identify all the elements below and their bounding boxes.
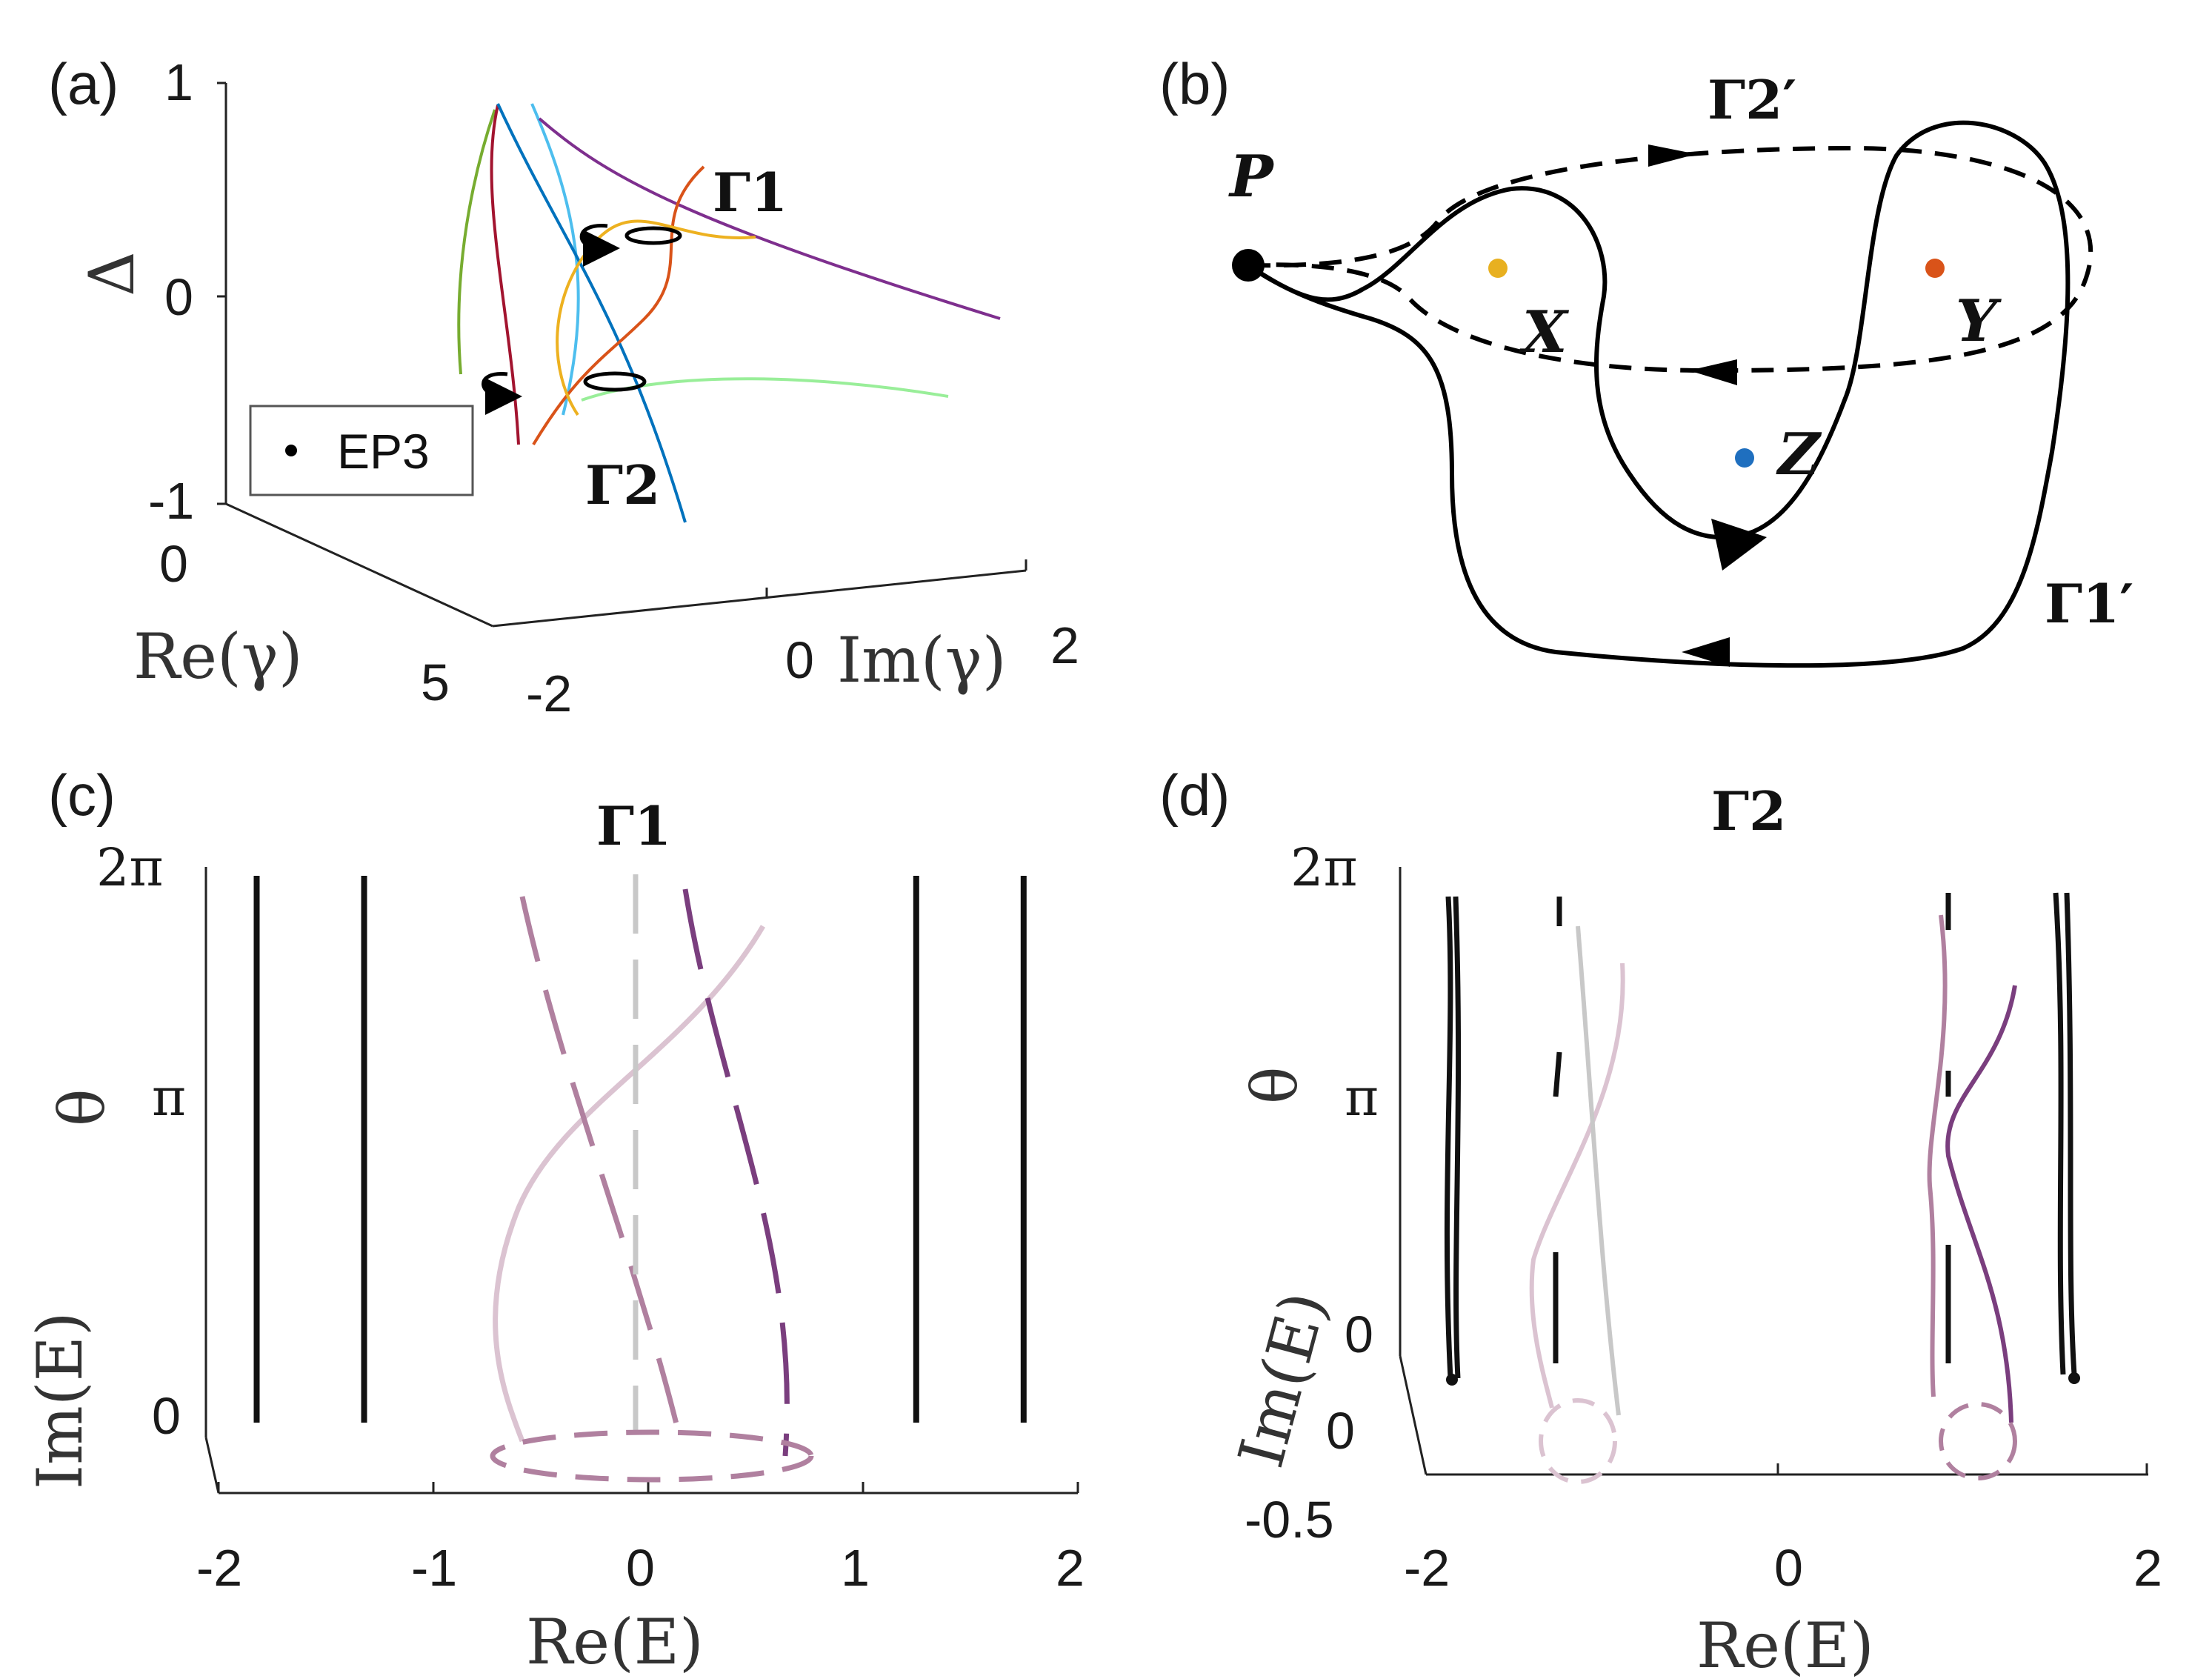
x-tick-label: 0 [159,535,188,593]
black-strand [1553,897,1562,1363]
legend-entry: EP3 [337,424,430,479]
theta-axis-label: θ [1239,1066,1311,1104]
ep-marker [1446,1374,1458,1386]
point-z [1735,448,1754,468]
gamma2-label: Γ2 [585,453,660,516]
re-axis-label: Re(E) [1696,1609,1874,1679]
black-strand [1453,896,1462,1379]
arrow-right-icon [1648,144,1696,167]
arrow-left-icon [1689,359,1737,385]
label-z: Z [1776,421,1822,488]
x-tick-label: 0 [1774,1539,1803,1597]
strand-gray [1576,925,1621,1416]
im-axis [204,1437,220,1494]
black-strand [1444,896,1453,1379]
strand-mid [1927,914,1948,1397]
loop-left [1539,1398,1617,1484]
panel-c-title: Γ1 [596,794,671,857]
z-tick-label: 1 [164,53,193,111]
x-tick-label: -1 [411,1539,457,1597]
label-p: P [1228,143,1275,210]
loop-gamma1 [624,226,682,245]
label-y: Y [1956,287,2002,355]
loop-gamma2 [583,371,647,392]
panel-label-d: (d) [1159,762,1230,828]
legend-box [249,405,474,496]
panel-label-b: (b) [1159,51,1230,116]
ep-marker [2068,1372,2080,1384]
point-x [1488,259,1508,278]
path-gamma1-prime [1247,120,2071,668]
theta-tick-label: 0 [1345,1306,1373,1363]
x-tick-label: -2 [1404,1539,1450,1597]
point-y [1925,259,1945,278]
point-p [1232,249,1265,282]
curve-green [457,109,496,375]
panel-a: (a) 1 0 -1 Δ 0 5 Re(γ) -2 0 2 Im(γ) [48,51,1079,722]
im-tick-label: -0.5 [1245,1491,1334,1549]
im-axis [1399,1355,1428,1475]
y-tick-label: 2 [1050,616,1079,674]
x-tick-label: -2 [196,1539,242,1597]
curve-lightblue [530,103,580,416]
panel-b: (b) P X Y Z Γ2′ Γ1′ [1159,51,2133,668]
label-x: X [1519,299,1570,366]
gamma1-label: Γ1 [713,161,787,224]
x-tick-label: 5 [421,654,450,711]
strand-dark [1945,985,2017,1423]
z-tick-label: -1 [148,472,194,530]
strand-light [493,925,766,1443]
im-tick-label: 0 [1326,1402,1355,1460]
x-ticks: -2 -1 0 1 2 [196,1482,1085,1597]
z-axis-label: Δ [76,251,148,296]
curve-orange [532,165,705,446]
y-tick-label: -2 [526,665,572,722]
x-axis-label: Re(γ) [133,620,303,693]
x-tick-label: 2 [1056,1539,1085,1597]
legend-ep3-marker [285,445,297,456]
label-gamma2-prime: Γ2′ [1708,68,1796,131]
theta-tick-label: 2π [96,837,164,898]
re-axis-label: Re(E) [526,1606,704,1678]
loop-arrow-icon [482,372,522,415]
black-strand [2053,892,2066,1375]
theta-tick-label: π [152,1067,186,1128]
panel-c: (c) Γ1 -2 -1 0 1 2 2π π θ 0 Im(E) Re(E) [24,762,1085,1678]
strand-light [1529,962,1625,1409]
panel-label-c: (c) [48,762,116,828]
path-gamma2-prime [1247,145,2093,373]
loop-arrow-icon [579,224,620,267]
panel-label-a: (a) [48,51,119,116]
panel-d-title: Γ2 [1711,779,1786,842]
arrow-down-icon [1711,519,1767,571]
strand-dark [682,888,790,1457]
x-tick-label: 1 [841,1539,870,1597]
im-axis-label: Im(E) [24,1311,96,1489]
arrow-left-icon [1682,637,1730,667]
y-axis-label: Im(γ) [837,624,1007,696]
x-tick-label: 0 [626,1539,655,1597]
y-tick-label: 0 [785,631,814,689]
im-tick-label: 0 [152,1387,181,1445]
black-strand [2064,892,2077,1375]
base-loop [490,1429,814,1483]
theta-tick-label: 2π [1290,837,1358,898]
loop-right [1939,1402,2017,1480]
label-gamma1-prime: Γ1′ [2045,572,2133,635]
z-tick-label: 0 [164,268,193,326]
im-gamma-axis [492,569,1027,628]
panel-d: (d) Γ2 -2 0 2 Re(E) 2π π 0 θ 0 -0.5 Im(E… [1159,762,2162,1679]
curve-blue [496,103,687,523]
black-lines [253,876,1027,1423]
re-gamma-axis [225,502,493,628]
strand-mid [519,896,684,1446]
x-tick-label: 2 [2133,1539,2162,1597]
im-axis-label: Im(E) [1225,1284,1341,1474]
theta-axis-label: θ [46,1088,119,1126]
theta-tick-label: π [1345,1067,1379,1128]
